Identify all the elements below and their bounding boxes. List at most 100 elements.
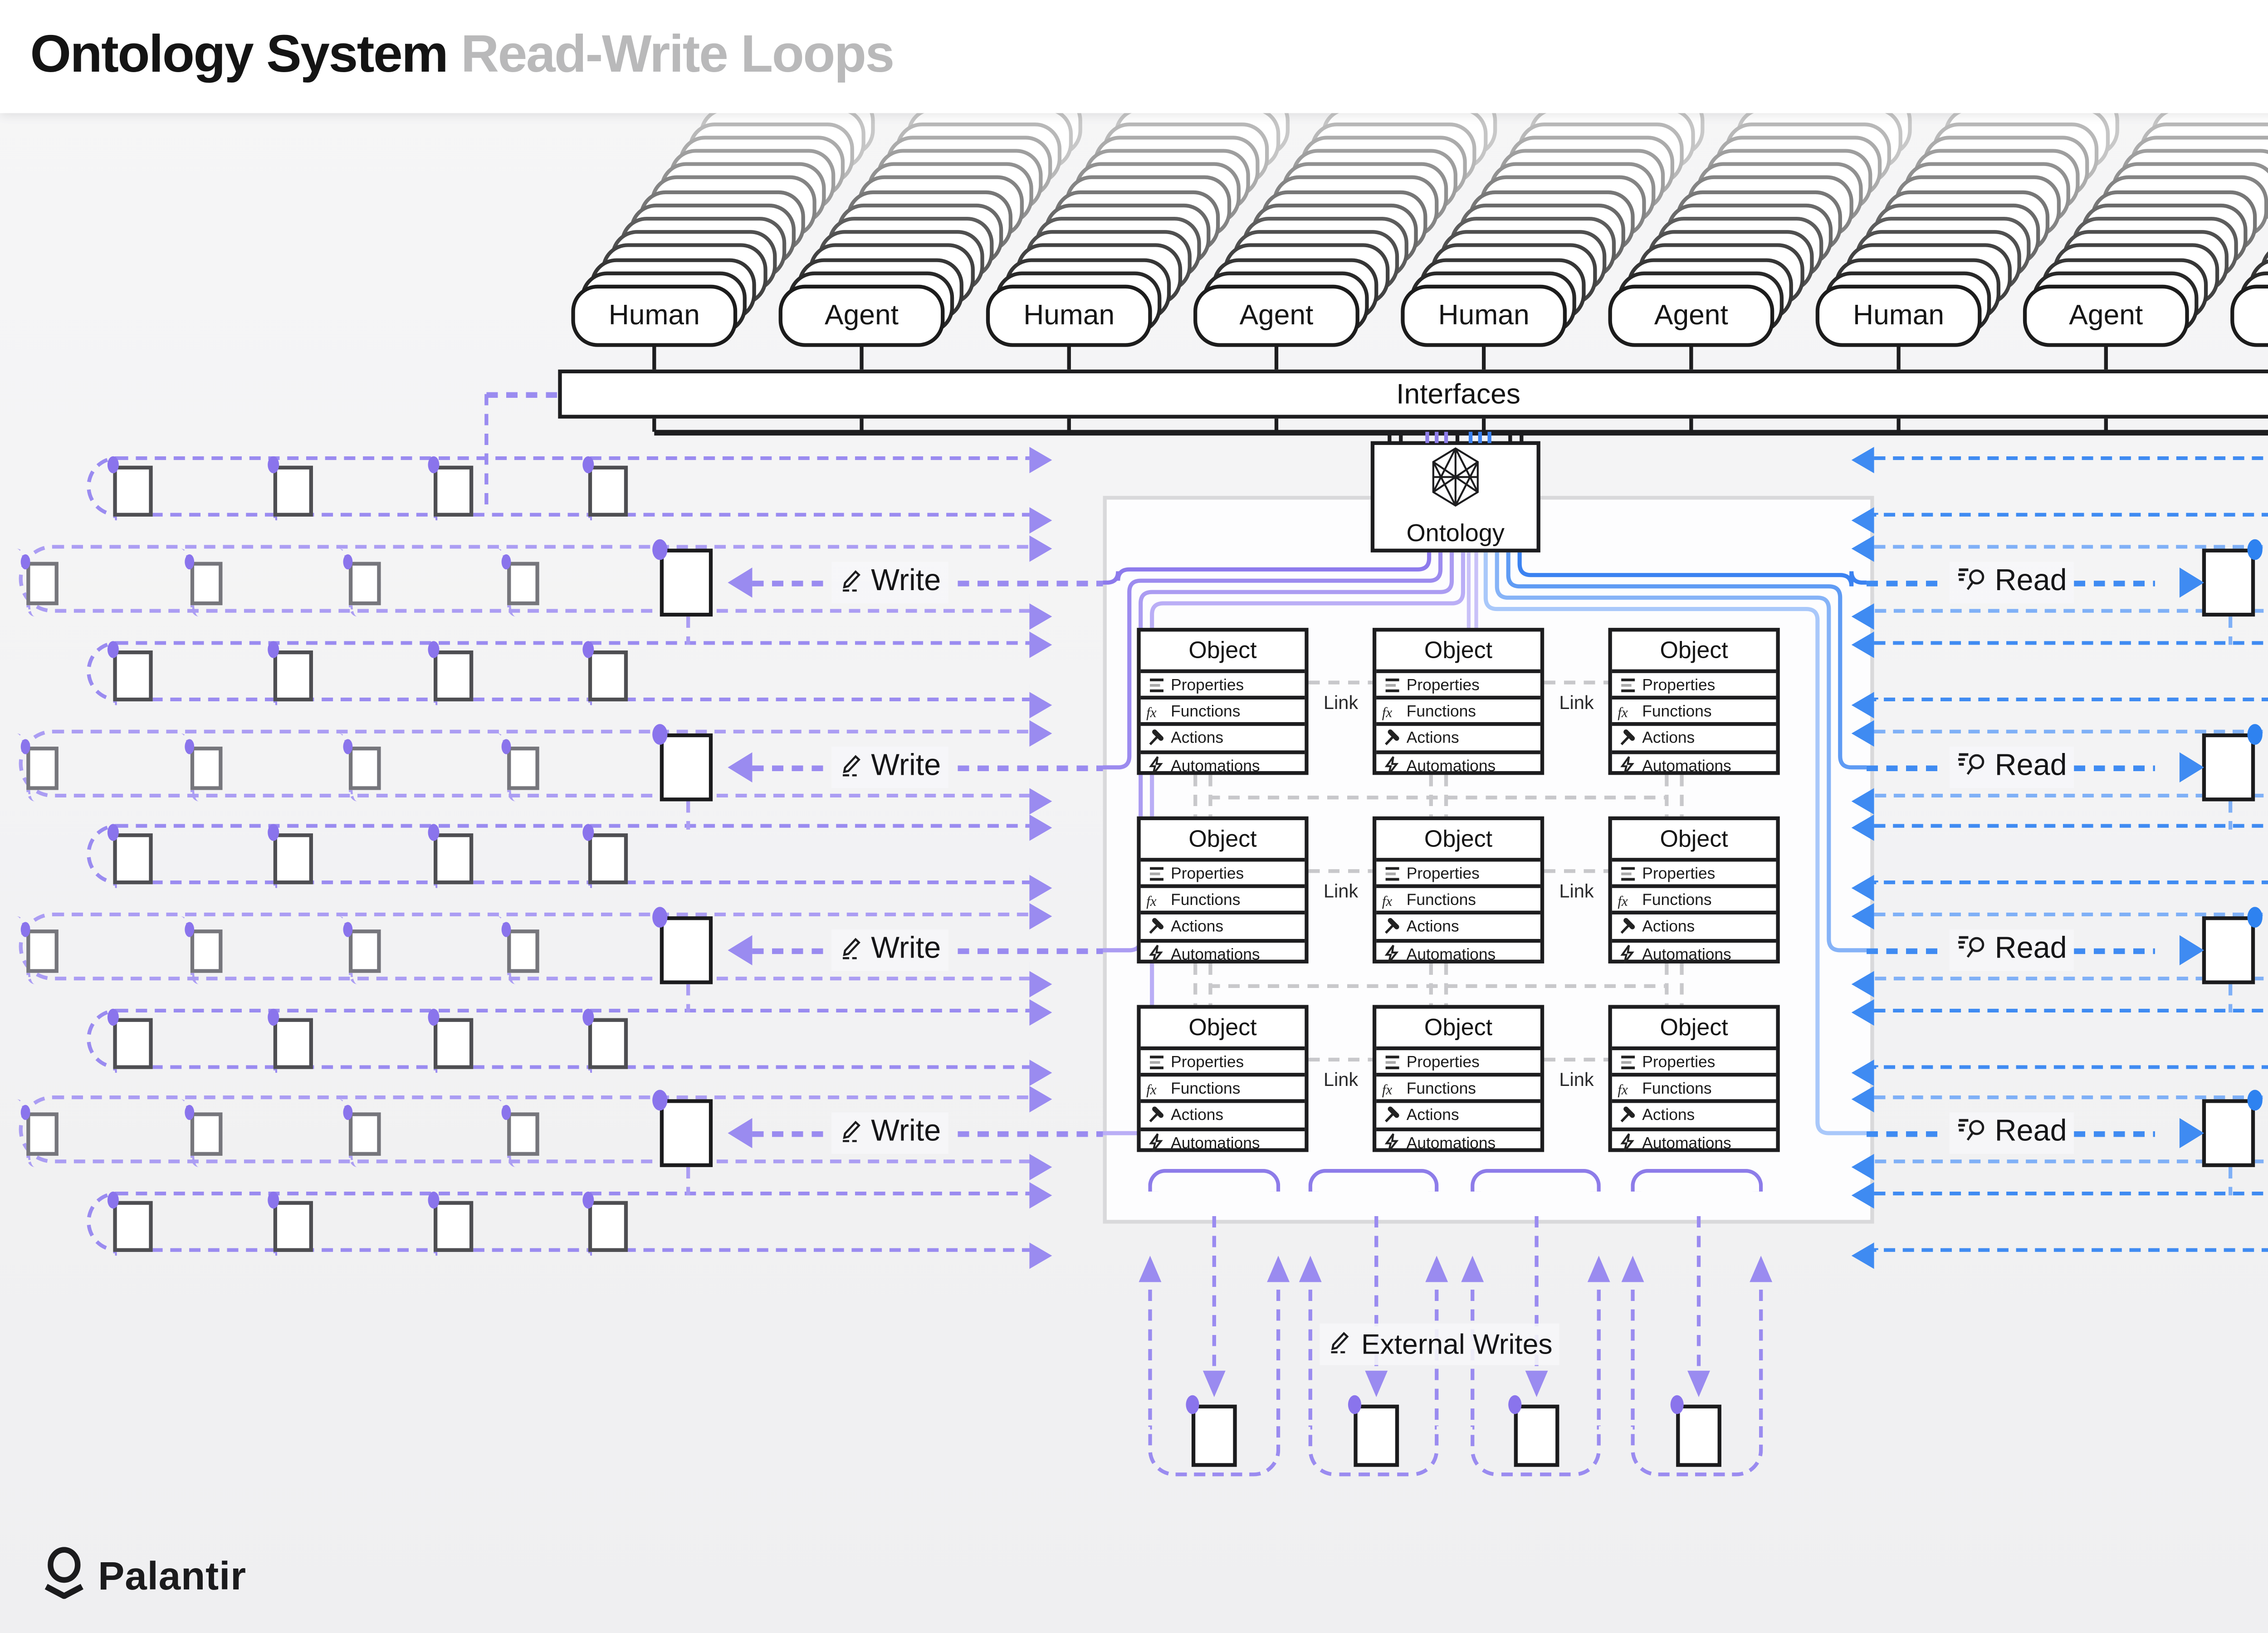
read-loop-plain — [1874, 455, 2268, 516]
object-card-row-actions: Actions — [1612, 727, 1776, 753]
pill-agent-label: Agent — [1239, 299, 1314, 332]
object-card-row-automations: Automations — [1612, 942, 1776, 965]
label-line — [752, 1130, 826, 1136]
bus-connector-tick — [1482, 416, 1486, 432]
flow-arrow — [1851, 1154, 1874, 1180]
list-icon — [1618, 1053, 1637, 1070]
row-label: Automations — [1171, 944, 1260, 963]
label-line — [2074, 947, 2155, 953]
bolt-icon — [1382, 944, 1401, 963]
read-loop-plain — [1874, 1190, 2268, 1251]
flow-arrow — [1029, 507, 1052, 534]
flow-arrow — [1851, 1182, 1874, 1209]
loop-connector — [587, 1068, 604, 1073]
label-line — [1866, 580, 1944, 586]
data-square — [506, 561, 538, 605]
row-label: Automations — [1406, 755, 1496, 774]
object-card-title: Object — [1376, 1009, 1540, 1051]
bus-connector-tick — [1689, 416, 1693, 432]
write-loop-plain — [87, 1007, 1030, 1068]
link-dot — [652, 906, 668, 927]
pill-agent-label: Agent — [2069, 299, 2143, 332]
write-label-text: Write — [871, 750, 941, 782]
label-line — [958, 764, 1103, 770]
hammer-icon — [1146, 917, 1165, 936]
data-square — [25, 561, 58, 605]
pill-connector-tick — [652, 345, 656, 370]
hammer-icon — [1618, 1106, 1637, 1125]
data-square — [25, 929, 58, 972]
object-card-row-automations: Automations — [1612, 1130, 1776, 1154]
row-label: Actions — [1642, 917, 1695, 936]
object-card-title: Object — [1612, 631, 1776, 673]
read-loop-rw — [1874, 911, 2268, 980]
object-card-title: Object — [1612, 1009, 1776, 1051]
data-square — [112, 1017, 152, 1068]
flow-arrow — [1029, 720, 1052, 747]
ontology-polyhedron-icon — [1427, 447, 1484, 517]
external-u-curve — [1308, 1425, 1439, 1477]
svg-text:fx: fx — [1146, 1081, 1157, 1097]
flow-arrow — [1851, 631, 1874, 658]
fx-icon: fx — [1618, 891, 1637, 909]
row-label: Actions — [1642, 1105, 1695, 1125]
ontology-comb-tick — [1388, 431, 1391, 443]
title-main: Ontology System — [30, 24, 449, 83]
row-label: Actions — [1171, 1105, 1224, 1125]
external-writes-label: External Writes — [1320, 1323, 1560, 1365]
write-label-text: Write — [871, 565, 941, 598]
external-up-line — [1276, 1290, 1281, 1426]
bolt-icon — [1382, 755, 1401, 774]
target-chain-stub — [685, 616, 691, 645]
row-label: Functions — [1171, 1079, 1241, 1098]
link-dot — [1669, 1395, 1683, 1414]
object-card-row-automations: Automations — [1141, 753, 1305, 777]
external-up-arrow — [1461, 1256, 1484, 1282]
loop-connector — [25, 789, 42, 802]
list-icon — [1146, 676, 1165, 693]
external-down-line — [1696, 1216, 1701, 1369]
pencil-icon — [839, 565, 864, 601]
external-up-line — [1308, 1290, 1313, 1426]
loop-connector — [112, 700, 129, 705]
row-label: Properties — [1171, 864, 1244, 883]
fx-icon: fx — [1618, 703, 1637, 720]
row-label: Automations — [1406, 944, 1496, 963]
flow-arrow — [1029, 814, 1052, 841]
link-dot — [185, 921, 195, 936]
write-loop-rw — [19, 728, 1030, 797]
data-square — [660, 733, 713, 802]
external-u-curve — [1148, 1425, 1281, 1477]
loop-connector — [112, 1068, 129, 1073]
bus-connector-tick — [860, 416, 864, 432]
pill-human-label: Human — [1438, 299, 1530, 332]
loop-connector — [272, 1251, 289, 1256]
loop-connector — [506, 972, 523, 984]
object-card-row-actions: Actions — [1376, 1104, 1540, 1131]
ontology-comb-tick — [1508, 431, 1512, 443]
write-loop-plain — [87, 1190, 1030, 1251]
data-square — [347, 929, 380, 972]
flow-arrow — [1851, 1059, 1874, 1086]
row-label: Properties — [1406, 864, 1480, 883]
bolt-icon — [1618, 1133, 1637, 1152]
link-dot — [343, 921, 353, 936]
link-dot — [652, 538, 668, 559]
link-dot — [20, 921, 30, 936]
hammer-icon — [1382, 917, 1401, 936]
data-square — [506, 1111, 538, 1155]
pill-connector-tick — [2104, 345, 2108, 370]
row-label: Properties — [1642, 675, 1716, 694]
write-loop-plain — [87, 640, 1030, 701]
loop-connector — [432, 1068, 450, 1073]
label-line — [958, 1130, 1103, 1136]
row-label: Functions — [1406, 1079, 1476, 1098]
target-chain-stub — [2228, 801, 2233, 830]
external-down-line — [1212, 1216, 1217, 1369]
